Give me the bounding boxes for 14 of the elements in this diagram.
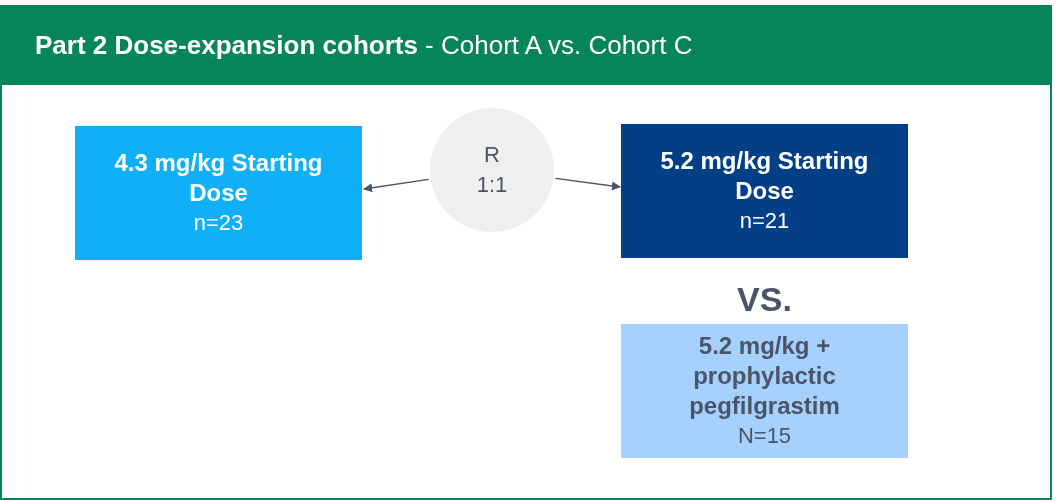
arrow [554,177,621,191]
node-text: N=15 [737,422,792,450]
versus-label: VS. [736,279,793,320]
title: Part 2 Dose-expansion cohorts - Cohort A vs. Cohort C [35,28,693,62]
node-text: 4.3 mg/kg Starting Dose [113,148,324,208]
node-text: n=23 [193,209,244,237]
arm-box [621,124,908,258]
node-text: 5.2 mg/kg + prophylactic pegfilgrastim [688,331,841,421]
arm-box [75,126,362,260]
node-text: 5.2 mg/kg Starting Dose [659,146,870,206]
arrow [363,178,430,193]
node-text: n=21 [739,207,790,235]
arm-box [621,324,908,458]
node-text: R 1:1 [475,141,509,199]
